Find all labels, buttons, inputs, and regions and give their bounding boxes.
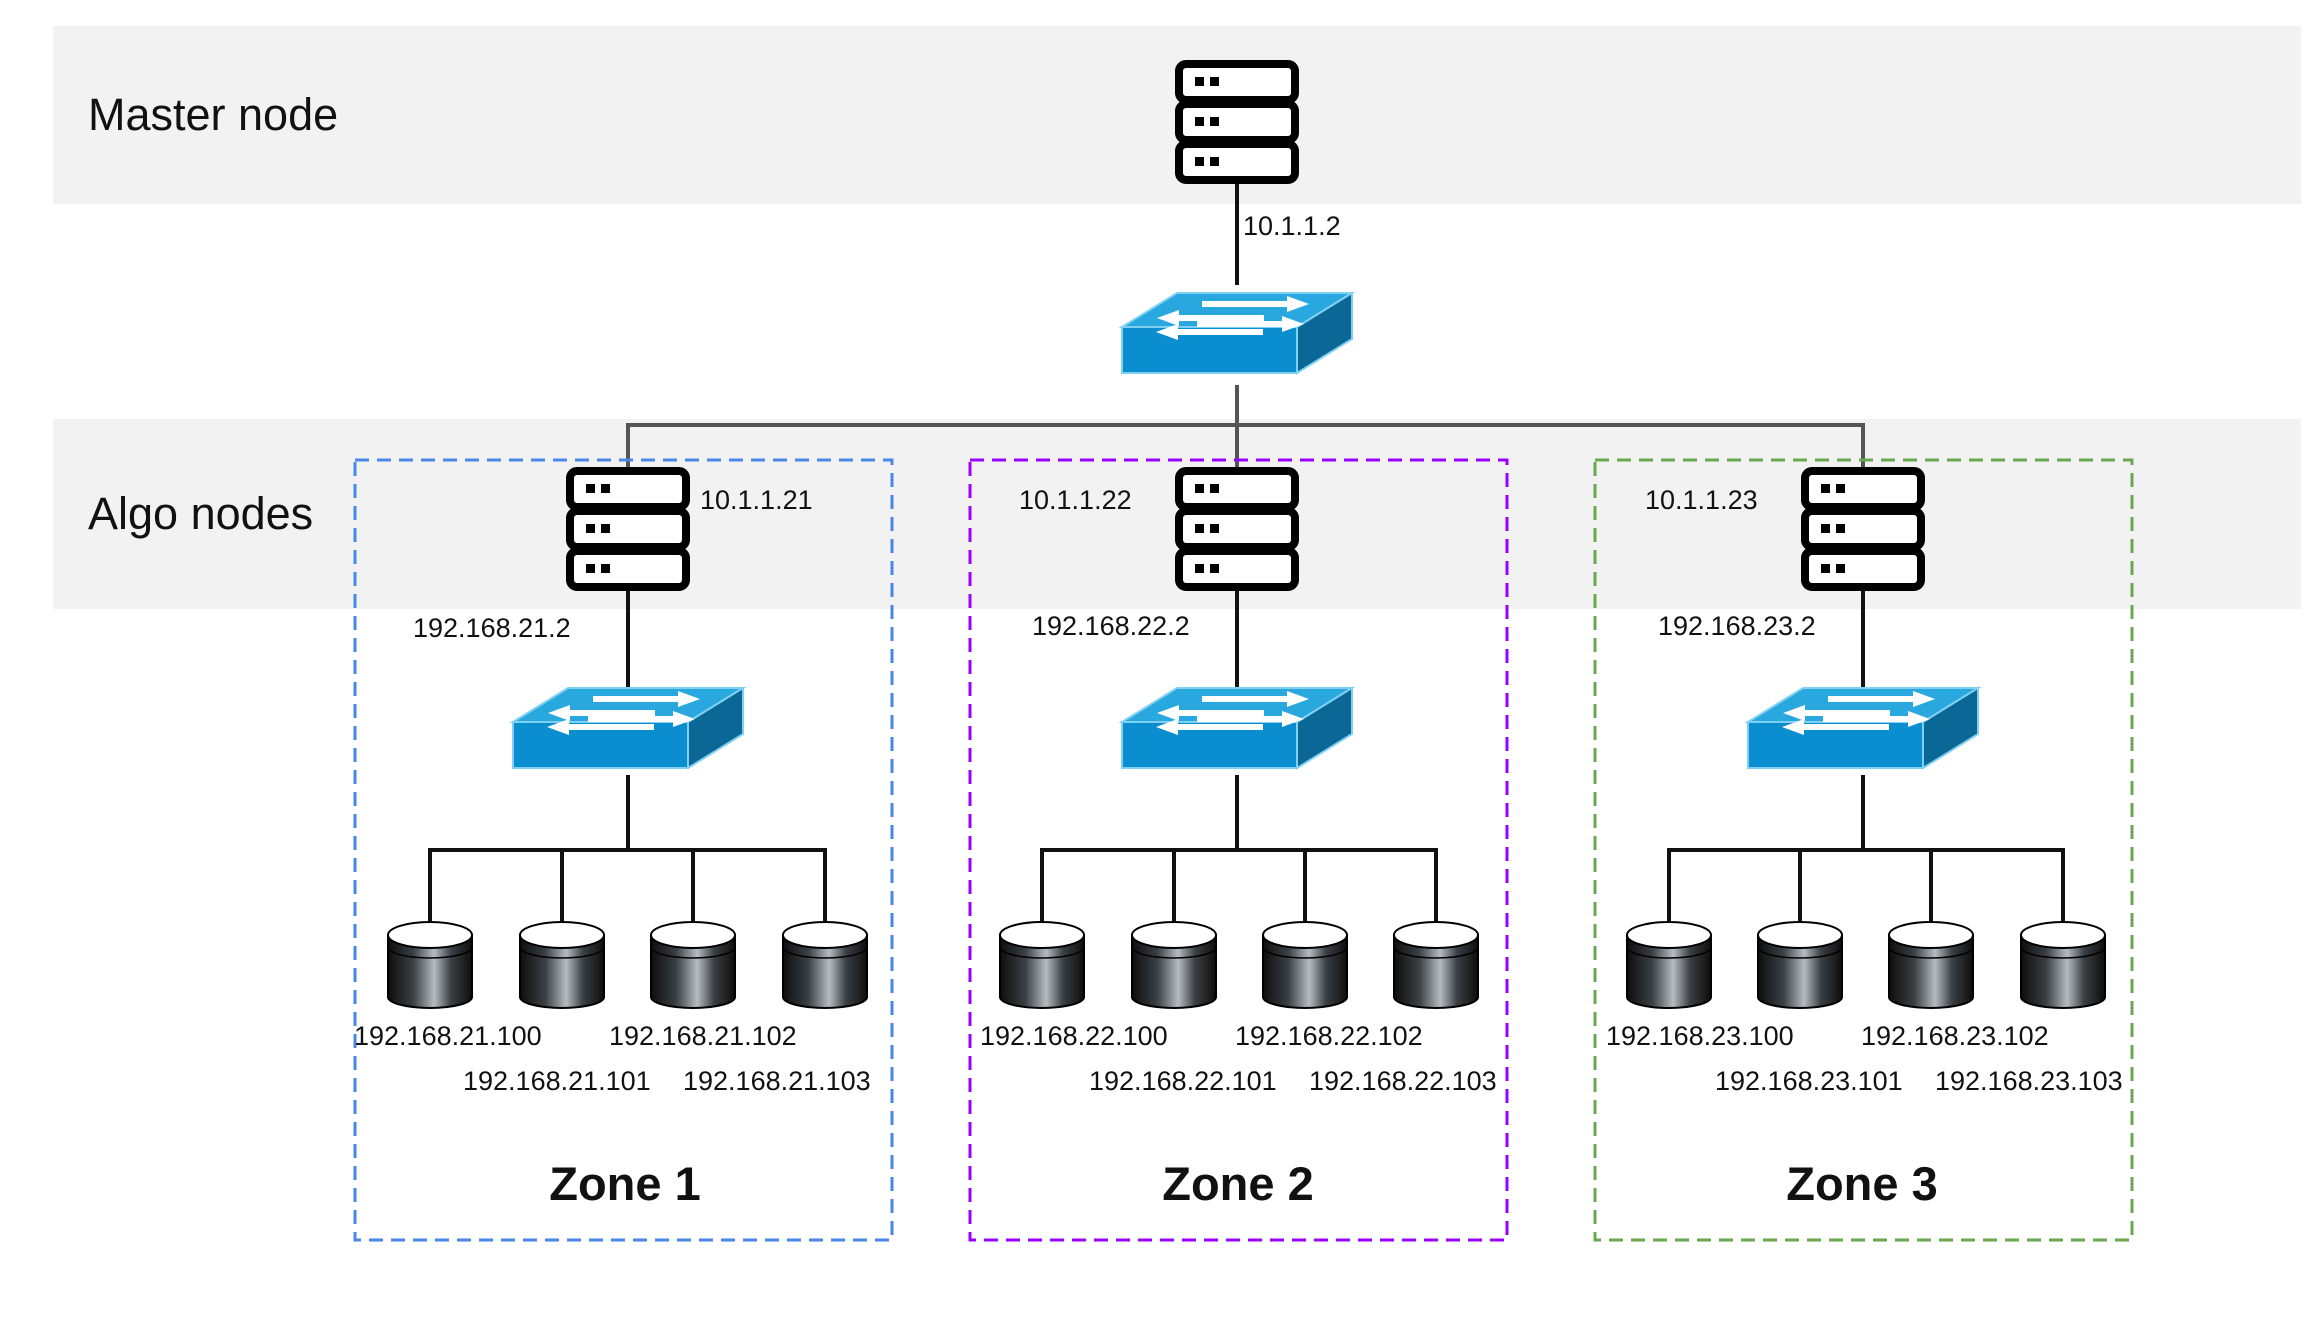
zone-3-title: Zone 3 bbox=[1786, 1157, 1937, 1210]
zone-3-switch-ip: 192.168.23.2 bbox=[1658, 611, 1816, 641]
storage-disk-icon bbox=[519, 921, 605, 1009]
zone-3-border bbox=[1593, 458, 2134, 1242]
zone-3-disk-bus bbox=[1667, 848, 2065, 921]
zone-2-border bbox=[968, 458, 1509, 1242]
server-icon bbox=[1179, 64, 1295, 180]
zone-1-disk-ip: 192.168.21.102 bbox=[609, 1021, 797, 1051]
zone-1-switch-ip: 192.168.21.2 bbox=[413, 613, 571, 643]
zone-2-disk-ip: 192.168.22.101 bbox=[1089, 1066, 1277, 1096]
storage-disk-icon bbox=[1393, 921, 1479, 1009]
zone-3-disk-ip: 192.168.23.102 bbox=[1861, 1021, 2049, 1051]
storage-disk-icon bbox=[1757, 921, 1843, 1009]
zone-3-disk-ip: 192.168.23.100 bbox=[1606, 1021, 1794, 1051]
storage-disk-icon bbox=[1262, 921, 1348, 1009]
zone-1-title: Zone 1 bbox=[549, 1157, 700, 1210]
network-switch-icon bbox=[1747, 687, 1979, 769]
zone-2-group: 10.1.1.22 192.168.22.2 192.168.22.100 19… bbox=[968, 458, 1509, 1242]
zone-3-disk-ip: 192.168.23.101 bbox=[1715, 1066, 1903, 1096]
zone-1-disk-ip: 192.168.21.103 bbox=[683, 1066, 871, 1096]
network-switch-icon bbox=[512, 687, 744, 769]
zone-1-border bbox=[353, 458, 894, 1242]
zone-3-group: 10.1.1.23 192.168.23.2 192.168.23.100 19… bbox=[1593, 458, 2134, 1242]
network-switch-icon bbox=[1121, 292, 1353, 374]
zone-2-disk-bus bbox=[1040, 848, 1438, 921]
zone-1-server-ip: 10.1.1.21 bbox=[700, 485, 813, 515]
zone-1-group: 10.1.1.21 192.168.21.2 192.168.21.100 19… bbox=[353, 458, 894, 1242]
zone-1-disk-ip: 192.168.21.101 bbox=[463, 1066, 651, 1096]
zone-3-disk-ip: 192.168.23.103 bbox=[1935, 1066, 2123, 1096]
storage-disk-icon bbox=[387, 921, 473, 1009]
zone-2-switch-ip: 192.168.22.2 bbox=[1032, 611, 1190, 641]
storage-disk-icon bbox=[650, 921, 736, 1009]
storage-disk-icon bbox=[1888, 921, 1974, 1009]
algo-nodes-label: Algo nodes bbox=[88, 488, 313, 539]
zone-2-disk-ip: 192.168.22.102 bbox=[1235, 1021, 1423, 1051]
server-icon bbox=[1805, 471, 1921, 587]
master-node-label: Master node bbox=[88, 89, 338, 140]
server-icon bbox=[570, 471, 686, 587]
network-switch-icon bbox=[1121, 687, 1353, 769]
zone-1-disk-bus bbox=[428, 848, 827, 921]
storage-disk-icon bbox=[1131, 921, 1217, 1009]
storage-disk-icon bbox=[1626, 921, 1712, 1009]
zone-2-title: Zone 2 bbox=[1162, 1157, 1313, 1210]
master-ip-label: 10.1.1.2 bbox=[1243, 211, 1341, 241]
zone-2-disk-ip: 192.168.22.100 bbox=[980, 1021, 1168, 1051]
server-icon bbox=[1179, 471, 1295, 587]
zone-3-server-ip: 10.1.1.23 bbox=[1645, 485, 1758, 515]
zone-2-server-ip: 10.1.1.22 bbox=[1019, 485, 1132, 515]
zone-2-disk-ip: 192.168.22.103 bbox=[1309, 1066, 1497, 1096]
storage-disk-icon bbox=[999, 921, 1085, 1009]
trunk-line bbox=[626, 423, 1865, 469]
storage-disk-icon bbox=[782, 921, 868, 1009]
zone-1-disk-ip: 192.168.21.100 bbox=[354, 1021, 542, 1051]
storage-disk-icon bbox=[2020, 921, 2106, 1009]
